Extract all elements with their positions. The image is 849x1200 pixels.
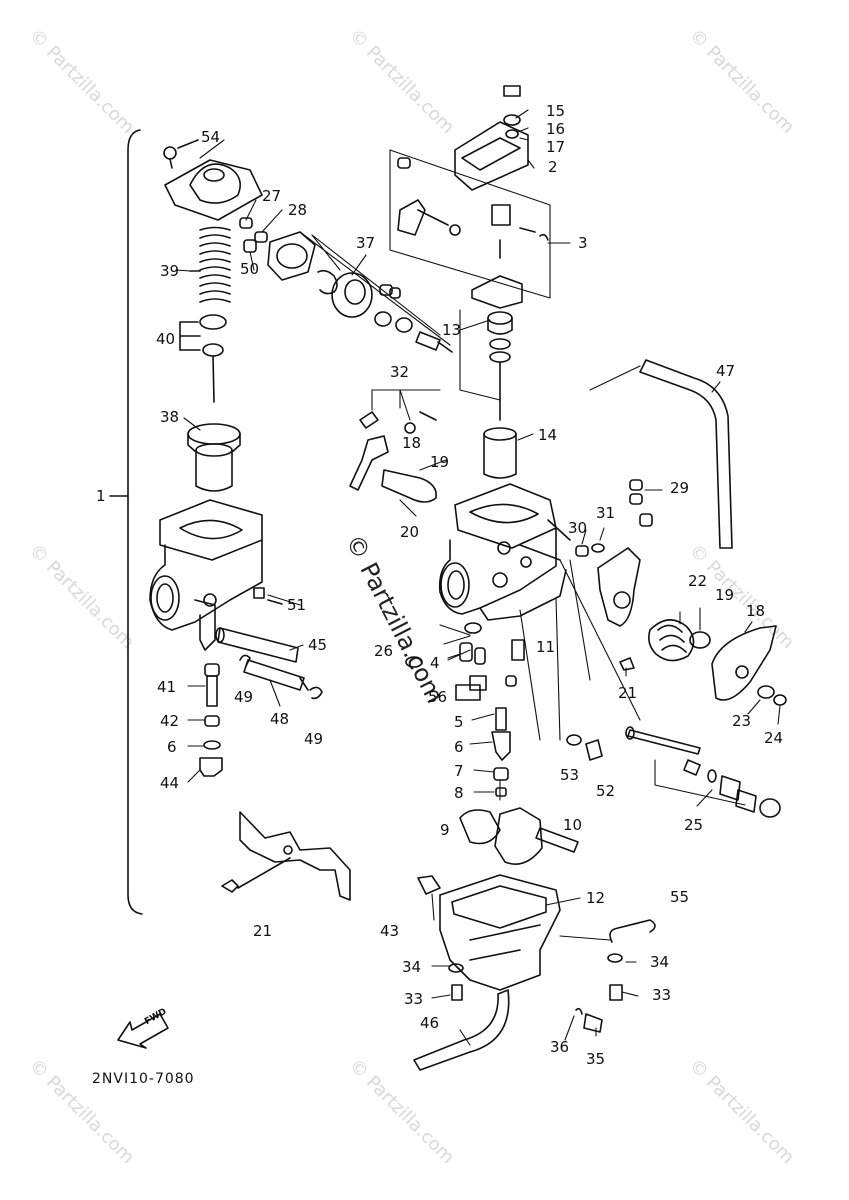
hose-parts (215, 627, 309, 691)
callout-19-center: 19 (430, 453, 450, 471)
callout-33-right: 33 (652, 986, 672, 1004)
callout-31: 31 (596, 504, 616, 522)
callout-11: 11 (536, 638, 556, 656)
callout-34-left: 34 (402, 958, 422, 976)
needle-part (179, 314, 227, 403)
piston-part (187, 423, 241, 492)
callout-4: 4 (430, 654, 440, 672)
carburetor-body-main (438, 483, 571, 621)
throttle-linkage (349, 389, 441, 503)
callout-17: 17 (546, 138, 566, 156)
float-bowl (417, 874, 561, 991)
callout-21-bottom: 21 (253, 922, 273, 940)
washers-lower (405, 656, 603, 761)
callout-56: 56 (428, 688, 448, 706)
callout-29: 29 (670, 479, 690, 497)
callout-34-right: 34 (650, 953, 670, 971)
callout-20: 20 (400, 523, 420, 541)
callout-24: 24 (764, 729, 784, 747)
callout-47: 47 (716, 362, 736, 380)
callout-2: 2 (548, 158, 558, 176)
callout-52: 52 (596, 782, 616, 800)
callout-18-center: 18 (402, 434, 422, 452)
callout-26: 26 (374, 642, 394, 660)
callout-45: 45 (308, 636, 328, 654)
callout-15: 15 (546, 102, 566, 120)
callout-53: 53 (560, 766, 580, 784)
right-linkage (575, 479, 787, 706)
callout-13: 13 (442, 321, 462, 339)
callout-49-right: 49 (304, 730, 324, 748)
callout-22: 22 (688, 572, 708, 590)
callout-25: 25 (684, 816, 704, 834)
callout-50: 50 (240, 260, 260, 278)
callout-54: 54 (201, 128, 221, 146)
clip-49 (239, 654, 323, 700)
callout-10: 10 (563, 816, 583, 834)
screw-51 (253, 587, 283, 605)
callout-16: 16 (546, 120, 566, 138)
callout-28: 28 (288, 201, 308, 219)
callout-40: 40 (156, 330, 176, 348)
drain-parts (448, 919, 656, 1033)
hose-46 (413, 989, 510, 1071)
callout-6-left: 6 (167, 738, 177, 756)
callout-32: 32 (390, 363, 410, 381)
callout-46: 46 (420, 1014, 440, 1032)
callout-14: 14 (538, 426, 558, 444)
callout-23: 23 (732, 712, 752, 730)
cylinder-14 (483, 427, 517, 479)
callout-51: 51 (287, 596, 307, 614)
callout-19-right: 19 (715, 586, 735, 604)
needle-stack-13 (459, 309, 513, 421)
diaphragm-parts (239, 217, 453, 353)
jet-stack-center (439, 622, 525, 797)
callout-6-center: 6 (454, 738, 464, 756)
bypass-parts (625, 726, 781, 818)
callout-44: 44 (160, 774, 180, 792)
carburetor-body-left (149, 499, 263, 651)
callout-27: 27 (262, 187, 282, 205)
spring-part (189, 226, 231, 303)
float-parts (459, 807, 579, 865)
callout-43: 43 (380, 922, 400, 940)
fwd-arrow-icon (117, 1013, 169, 1049)
callout-7: 7 (454, 762, 464, 780)
callout-49-left: 49 (234, 688, 254, 706)
diagram-code: 2NVI10-7080 (92, 1071, 195, 1087)
top-body-parts (389, 85, 551, 309)
callout-37: 37 (356, 234, 376, 252)
callout-8: 8 (454, 784, 464, 802)
callout-35: 35 (586, 1050, 606, 1068)
callout-21-right: 21 (618, 684, 638, 702)
callout-9: 9 (440, 821, 450, 839)
callout-33-left: 33 (404, 990, 424, 1008)
callout-30: 30 (568, 519, 588, 537)
callout-41: 41 (157, 678, 177, 696)
callout-48: 48 (270, 710, 290, 728)
callout-55: 55 (670, 888, 690, 906)
leader-lines (183, 109, 781, 1046)
hose-47 (589, 359, 733, 549)
callout-38: 38 (160, 408, 180, 426)
callout-12: 12 (586, 889, 606, 907)
assembly-bracket (127, 129, 143, 915)
stay-bracket (221, 811, 351, 901)
callout-42: 42 (160, 712, 180, 730)
callout-36: 36 (550, 1038, 570, 1056)
callout-1: 1 (96, 487, 106, 505)
callout-18-right: 18 (746, 602, 766, 620)
top-cover-part (163, 139, 263, 221)
callout-3: 3 (578, 234, 588, 252)
jet-stack-left (199, 663, 223, 777)
callout-39: 39 (160, 262, 180, 280)
callout-5: 5 (454, 713, 464, 731)
